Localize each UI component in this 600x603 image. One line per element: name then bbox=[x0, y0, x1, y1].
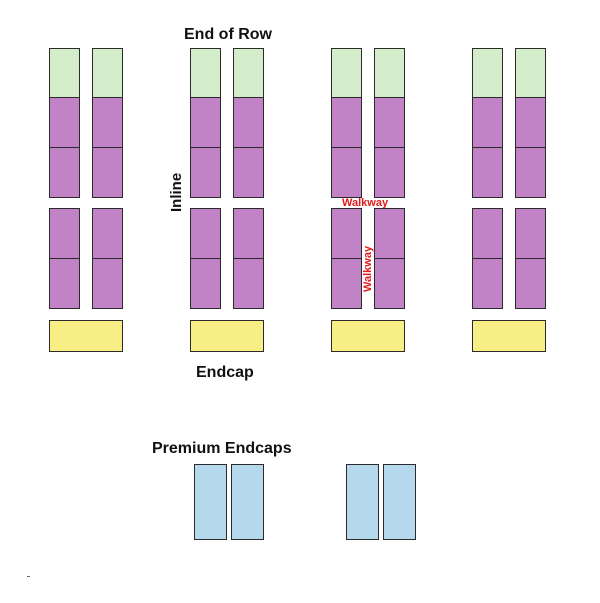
inline-booth[interactable] bbox=[515, 97, 546, 148]
inline-booth[interactable] bbox=[331, 258, 362, 309]
end-of-row-label: End of Row bbox=[184, 26, 272, 43]
inline-booth[interactable] bbox=[92, 208, 123, 259]
inline-booth[interactable] bbox=[331, 208, 362, 259]
inline-booth[interactable] bbox=[331, 97, 362, 148]
endcap-booth[interactable] bbox=[331, 320, 405, 352]
inline-booth[interactable] bbox=[374, 97, 405, 148]
inline-booth[interactable] bbox=[190, 258, 221, 309]
end-of-row-booth[interactable] bbox=[190, 48, 221, 98]
inline-booth[interactable] bbox=[472, 147, 503, 198]
endcap-label: Endcap bbox=[196, 364, 254, 381]
inline-booth[interactable] bbox=[49, 258, 80, 309]
premium-endcap-booth[interactable] bbox=[383, 464, 416, 540]
inline-label: Inline bbox=[168, 172, 185, 212]
inline-booth[interactable] bbox=[92, 258, 123, 309]
end-of-row-booth[interactable] bbox=[233, 48, 264, 98]
premium-endcap-booth[interactable] bbox=[346, 464, 379, 540]
inline-booth[interactable] bbox=[515, 208, 546, 259]
inline-booth[interactable] bbox=[374, 258, 405, 309]
inline-booth[interactable] bbox=[190, 147, 221, 198]
inline-booth[interactable] bbox=[515, 258, 546, 309]
inline-booth[interactable] bbox=[233, 258, 264, 309]
inline-booth[interactable] bbox=[472, 258, 503, 309]
inline-booth[interactable] bbox=[190, 208, 221, 259]
inline-booth[interactable] bbox=[472, 97, 503, 148]
inline-booth[interactable] bbox=[233, 97, 264, 148]
walkway-horizontal-label: Walkway bbox=[342, 197, 389, 209]
inline-booth[interactable] bbox=[49, 208, 80, 259]
inline-booth[interactable] bbox=[374, 208, 405, 259]
end-of-row-booth[interactable] bbox=[331, 48, 362, 98]
inline-booth[interactable] bbox=[92, 97, 123, 148]
end-of-row-booth[interactable] bbox=[49, 48, 80, 98]
premium-endcap-booth[interactable] bbox=[194, 464, 227, 540]
end-of-row-booth[interactable] bbox=[472, 48, 503, 98]
inline-booth[interactable] bbox=[331, 147, 362, 198]
end-of-row-booth[interactable] bbox=[374, 48, 405, 98]
endcap-booth[interactable] bbox=[472, 320, 546, 352]
stray-mark bbox=[27, 576, 30, 577]
inline-booth[interactable] bbox=[49, 147, 80, 198]
end-of-row-booth[interactable] bbox=[515, 48, 546, 98]
premium-endcaps-label: Premium Endcaps bbox=[152, 440, 292, 457]
inline-booth[interactable] bbox=[472, 208, 503, 259]
inline-booth[interactable] bbox=[233, 208, 264, 259]
endcap-booth[interactable] bbox=[190, 320, 264, 352]
inline-booth[interactable] bbox=[515, 147, 546, 198]
inline-booth[interactable] bbox=[190, 97, 221, 148]
end-of-row-booth[interactable] bbox=[92, 48, 123, 98]
endcap-booth[interactable] bbox=[49, 320, 123, 352]
walkway-vertical-label: Walkway bbox=[362, 245, 374, 292]
inline-booth[interactable] bbox=[92, 147, 123, 198]
inline-booth[interactable] bbox=[233, 147, 264, 198]
inline-booth[interactable] bbox=[49, 97, 80, 148]
premium-endcap-booth[interactable] bbox=[231, 464, 264, 540]
inline-booth[interactable] bbox=[374, 147, 405, 198]
